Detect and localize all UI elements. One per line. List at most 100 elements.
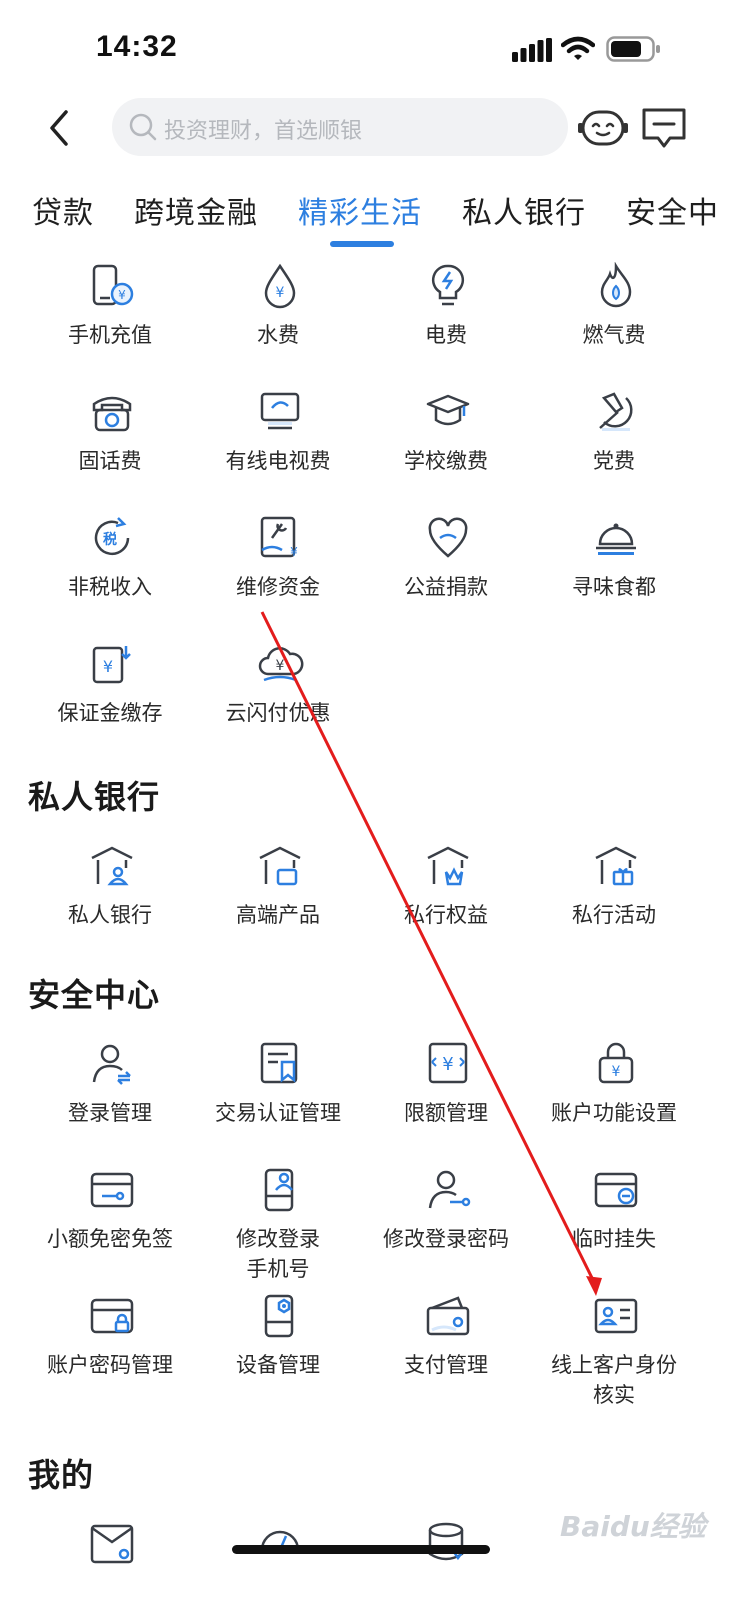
service-label: 登录管理 bbox=[68, 1101, 152, 1125]
non-tax-icon: 税 bbox=[94, 517, 130, 556]
service-label: 燃气费 bbox=[582, 323, 646, 347]
status-bar: 14:32 bbox=[0, 0, 738, 90]
cloud-pay-icon: ¥ bbox=[258, 647, 304, 682]
service-label: 党费 bbox=[593, 449, 635, 473]
service-label: 学校缴费 bbox=[404, 449, 488, 473]
device-manage[interactable]: 设备管理 bbox=[194, 1288, 362, 1408]
temp-loss[interactable]: 临时挂失 bbox=[530, 1162, 698, 1282]
svg-text:¥: ¥ bbox=[103, 657, 113, 676]
wifi-icon bbox=[561, 36, 595, 60]
category-tabs: 贷款 跨境金融 精彩生活 私人银行 安全中 bbox=[0, 180, 738, 250]
service-party-fee[interactable]: 党费 bbox=[530, 384, 698, 504]
limit-manage-icon: ¥ bbox=[428, 1042, 468, 1084]
database-icon[interactable] bbox=[424, 1520, 472, 1564]
service-label: 固话费 bbox=[78, 449, 142, 473]
speed-icon[interactable] bbox=[256, 1520, 304, 1564]
cable-tv-icon bbox=[260, 392, 300, 430]
service-label: 高端产品 bbox=[236, 903, 320, 927]
service-cable-tv[interactable]: 有线电视费 bbox=[194, 384, 362, 504]
section-title-security-center: 安全中心 bbox=[28, 976, 161, 1014]
svg-text:¥: ¥ bbox=[442, 1054, 453, 1075]
baidu-watermark: Baidu经验 bbox=[560, 1510, 706, 1543]
food-icon bbox=[596, 523, 636, 555]
service-label: 寻味食都 bbox=[572, 575, 656, 599]
service-label: 云闪付优惠 bbox=[225, 701, 331, 725]
private-event[interactable]: 私行活动 bbox=[530, 838, 698, 958]
gas-bill-icon bbox=[600, 262, 632, 308]
service-school[interactable]: 学校缴费 bbox=[362, 384, 530, 504]
service-label: 支付管理 bbox=[404, 1353, 488, 1377]
device-manage-icon bbox=[264, 1294, 294, 1338]
private-event-icon bbox=[595, 846, 637, 886]
service-label: 设备管理 bbox=[236, 1353, 320, 1377]
service-label: 私行权益 bbox=[404, 903, 488, 927]
account-settings[interactable]: ¥ 账户功能设置 bbox=[530, 1036, 698, 1156]
maintenance-fund-icon: ¥ bbox=[260, 516, 298, 559]
back-arrow-icon[interactable] bbox=[44, 108, 76, 148]
service-phone-recharge[interactable]: ¥ 手机充值 bbox=[26, 258, 194, 378]
service-label: 修改登录密码 bbox=[383, 1227, 509, 1251]
service-non-tax[interactable]: 税 非税收入 bbox=[26, 510, 194, 630]
active-tab-indicator bbox=[330, 241, 394, 247]
premium-product-icon bbox=[259, 846, 301, 886]
small-payment-icon bbox=[90, 1172, 134, 1208]
login-manage[interactable]: 登录管理 bbox=[26, 1036, 194, 1156]
deposit-icon: ¥ bbox=[92, 646, 131, 684]
transaction-auth-icon bbox=[260, 1042, 298, 1084]
account-settings-icon: ¥ bbox=[598, 1042, 634, 1084]
search-bar[interactable]: 投资理财，首选顺银 bbox=[112, 98, 568, 156]
login-manage-icon bbox=[92, 1044, 131, 1085]
tab-private-banking[interactable]: 私人银行 bbox=[462, 196, 586, 231]
service-food[interactable]: 寻味食都 bbox=[530, 510, 698, 630]
phone-recharge-icon: ¥ bbox=[92, 264, 134, 306]
service-label: 维修资金 bbox=[236, 575, 320, 599]
service-landline[interactable]: 固话费 bbox=[26, 384, 194, 504]
service-label: 小额免密免签 bbox=[47, 1227, 173, 1251]
temp-loss-icon bbox=[594, 1172, 638, 1208]
payment-manage[interactable]: 支付管理 bbox=[362, 1288, 530, 1408]
tab-wonderful-life[interactable]: 精彩生活 bbox=[298, 196, 422, 231]
assistant-robot-icon[interactable] bbox=[578, 108, 628, 148]
tab-loan[interactable]: 贷款 bbox=[32, 196, 94, 231]
service-cloud-pay[interactable]: ¥ 云闪付优惠 bbox=[194, 636, 362, 756]
premium-product[interactable]: 高端产品 bbox=[194, 838, 362, 958]
donation-icon bbox=[428, 517, 468, 558]
private-benefit-icon bbox=[427, 846, 469, 886]
service-gas[interactable]: 燃气费 bbox=[530, 258, 698, 378]
svg-text:¥: ¥ bbox=[118, 288, 126, 302]
identity-verify-icon bbox=[594, 1298, 638, 1334]
home-indicator[interactable] bbox=[232, 1545, 490, 1554]
service-label: 手机充值 bbox=[68, 323, 152, 347]
service-water[interactable]: ¥ 水费 bbox=[194, 258, 362, 378]
service-label: 水费 bbox=[257, 323, 299, 347]
service-label: 交易认证管理 bbox=[215, 1101, 341, 1125]
small-payment[interactable]: 小额免密免签 bbox=[26, 1162, 194, 1282]
search-placeholder: 投资理财，首选顺银 bbox=[164, 119, 363, 144]
change-phone[interactable]: 修改登录 手机号 bbox=[194, 1162, 362, 1282]
account-password[interactable]: 账户密码管理 bbox=[26, 1288, 194, 1408]
private-bank[interactable]: 私人银行 bbox=[26, 838, 194, 958]
svg-text:¥: ¥ bbox=[290, 545, 298, 559]
change-password[interactable]: 修改登录密码 bbox=[362, 1162, 530, 1282]
electricity-bill-icon bbox=[431, 264, 465, 306]
battery-icon bbox=[606, 36, 660, 62]
status-time: 14:32 bbox=[96, 30, 178, 63]
tab-security-center[interactable]: 安全中 bbox=[626, 196, 719, 231]
message-icon[interactable] bbox=[640, 106, 688, 150]
transaction-auth[interactable]: 交易认证管理 bbox=[194, 1036, 362, 1156]
private-bank-icon bbox=[91, 846, 133, 886]
service-label: 限额管理 bbox=[404, 1101, 488, 1125]
water-bill-icon: ¥ bbox=[264, 263, 296, 309]
service-label-line-2: 手机号 bbox=[246, 1257, 310, 1281]
limit-manage[interactable]: ¥ 限额管理 bbox=[362, 1036, 530, 1156]
service-electricity[interactable]: 电费 bbox=[362, 258, 530, 378]
service-maintenance-fund[interactable]: ¥ 维修资金 bbox=[194, 510, 362, 630]
service-label-line-2: 核实 bbox=[593, 1383, 635, 1407]
private-benefit[interactable]: 私行权益 bbox=[362, 838, 530, 958]
service-donation[interactable]: 公益捐款 bbox=[362, 510, 530, 630]
service-label: 电费 bbox=[425, 323, 467, 347]
tab-cross-border[interactable]: 跨境金融 bbox=[134, 196, 258, 231]
mail-icon[interactable] bbox=[88, 1520, 136, 1564]
identity-verify[interactable]: 线上客户身份 核实 bbox=[530, 1288, 698, 1408]
service-deposit[interactable]: ¥ 保证金缴存 bbox=[26, 636, 194, 756]
